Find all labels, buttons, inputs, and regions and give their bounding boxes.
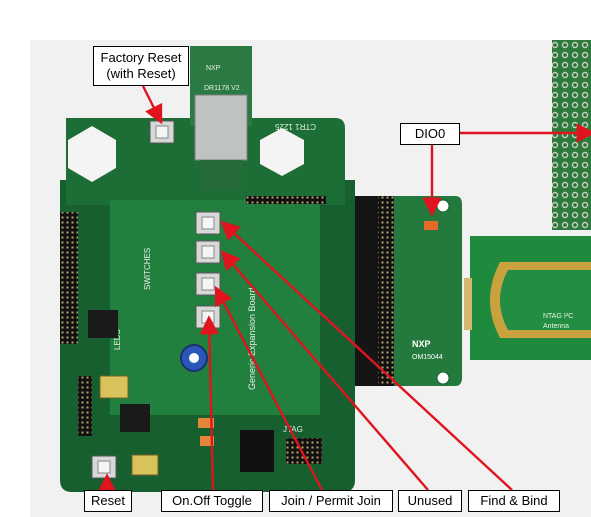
- svg-text:SWITCHES: SWITCHES: [143, 248, 152, 290]
- callout-reset: Reset: [84, 490, 132, 512]
- svg-text:LEDS: LEDS: [113, 329, 122, 350]
- svg-text:DR1178 V2: DR1178 V2: [204, 85, 240, 92]
- callout-dio0: DIO0: [400, 123, 460, 145]
- svg-text:Antenna: Antenna: [543, 323, 569, 330]
- callout-join-permit-join: Join / Permit Join: [269, 490, 393, 512]
- switch-column: [195, 211, 221, 329]
- svg-text:CTR1 1225: CTR1 1225: [275, 122, 316, 131]
- callout-onoff-toggle: On.Off Toggle: [161, 490, 263, 512]
- callout-factory-reset-line2: (with Reset): [106, 66, 176, 81]
- callout-unused: Unused: [398, 490, 462, 512]
- callout-find-bind: Find & Bind: [468, 490, 560, 512]
- callout-factory-reset-line1: Factory Reset: [100, 50, 182, 65]
- svg-text:JTAG: JTAG: [283, 425, 303, 434]
- usb-connector: [99, 375, 129, 399]
- callout-factory-reset: Factory Reset (with Reset): [93, 46, 189, 86]
- svg-text:OM15044: OM15044: [412, 354, 443, 361]
- svg-text:NTAG I²C: NTAG I²C: [543, 313, 573, 320]
- adapter-board: [385, 196, 462, 386]
- svg-text:NXP: NXP: [206, 65, 221, 72]
- svg-text:Generic Expansion Board: Generic Expansion Board: [247, 287, 257, 390]
- callout-arrows: [97, 85, 591, 493]
- dio0-jumper: [424, 221, 438, 230]
- svg-text:NXP: NXP: [412, 339, 431, 349]
